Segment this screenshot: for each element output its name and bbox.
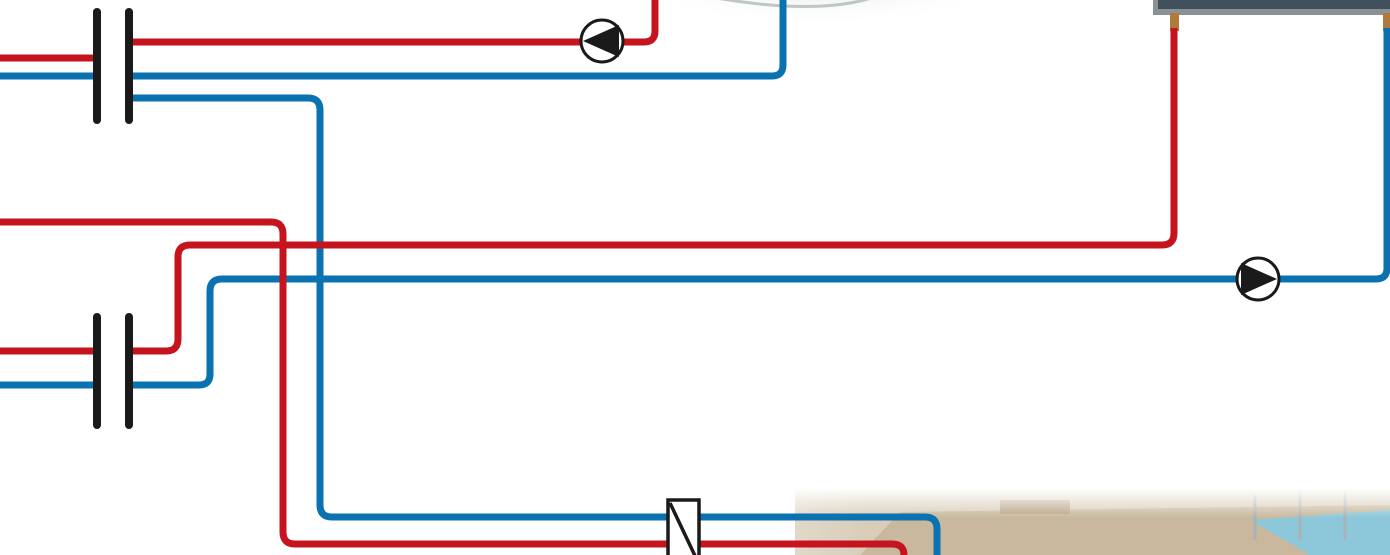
- cold-pipe-to-exchanger: [129, 98, 937, 555]
- circulation-pump-top: [581, 20, 623, 62]
- solar-collector: [1153, 0, 1390, 31]
- heat-exchanger: [668, 500, 699, 555]
- hot-pipe-tank-flow: [129, 0, 655, 42]
- circulation-pump-collector: [1237, 258, 1279, 300]
- storage-tank: [630, 0, 1010, 50]
- pipe-coupling-top: [97, 12, 129, 120]
- pipe-coupling-middle: [97, 317, 129, 425]
